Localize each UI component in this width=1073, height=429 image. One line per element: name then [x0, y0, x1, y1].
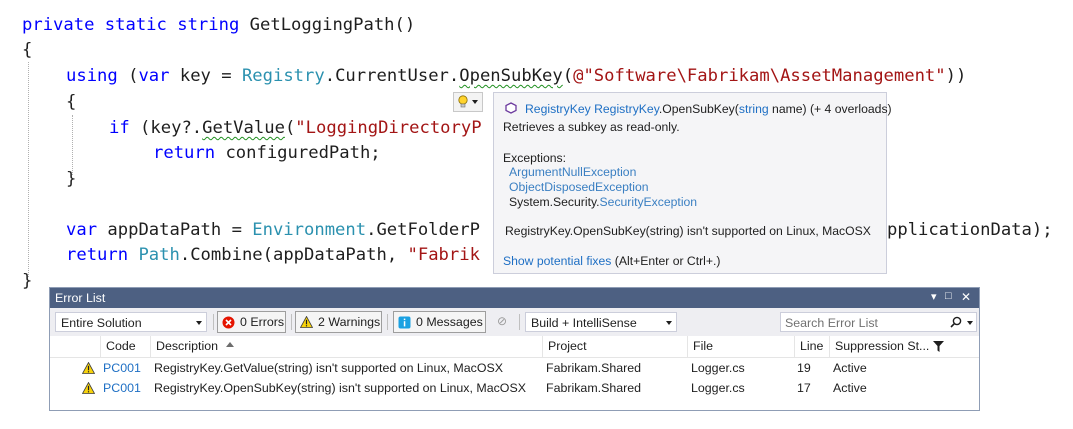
error-suppression: Active [833, 361, 867, 375]
error-line: 17 [797, 381, 811, 395]
error-list-window: Error List ▾ □ ✕ Entire Solution 0 Error… [49, 287, 980, 411]
error-icon [222, 316, 235, 328]
exception-link[interactable]: ObjectDisposedException [509, 180, 649, 194]
column-header-line[interactable]: Line [794, 336, 829, 357]
code-line-3: using (var key = Registry.CurrentUser.Op… [66, 66, 967, 86]
error-list-toolbar: Entire Solution 0 Errors 2 Warnings 0 Me… [50, 308, 979, 336]
column-header-suppression[interactable]: Suppression St... [829, 336, 979, 357]
error-list-header: Code Description Project File Line Suppr… [50, 336, 979, 358]
error-file: Logger.cs [691, 361, 745, 375]
warning-icon [82, 382, 95, 394]
indent-guide [72, 115, 73, 175]
column-header-code[interactable]: Code [100, 336, 150, 357]
code-line-6: return configuredPath; [153, 143, 381, 163]
warnings-filter-button[interactable]: 2 Warnings [295, 311, 382, 333]
clear-filter-icon[interactable]: ⊘ [497, 314, 508, 328]
toolbar-separator [213, 314, 214, 330]
toolbar-separator [291, 314, 292, 330]
errors-filter-button[interactable]: 0 Errors [217, 311, 286, 333]
error-code-link[interactable]: PC001 [103, 381, 141, 395]
close-icon[interactable]: ✕ [961, 290, 972, 304]
search-icon[interactable] [950, 316, 962, 328]
exception-item: System.Security.SecurityException [509, 195, 698, 209]
quick-actions-lightbulb[interactable] [453, 92, 483, 112]
toolbar-separator [519, 314, 520, 330]
error-project: Fabrikam.Shared [546, 381, 642, 395]
signature-line: RegistryKey RegistryKey.OpenSubKey(strin… [525, 102, 892, 116]
lightbulb-icon [458, 95, 468, 109]
method-icon [505, 102, 517, 117]
quick-info-tooltip: RegistryKey RegistryKey.OpenSubKey(strin… [493, 92, 892, 274]
error-suppression: Active [833, 381, 867, 395]
code-line-2: { [22, 40, 33, 60]
error-description: RegistryKey.OpenSubKey(string) isn't sup… [154, 381, 526, 395]
table-row[interactable]: PC001 RegistryKey.OpenSubKey(string) isn… [50, 378, 979, 398]
code-line-7: } [66, 169, 77, 189]
exception-link[interactable]: ArgumentNullException [509, 165, 637, 179]
sort-ascending-icon [226, 342, 234, 347]
window-menu-icon[interactable]: ▾ [931, 291, 937, 303]
show-fixes-line: Show potential fixes (Alt+Enter or Ctrl+… [503, 254, 721, 268]
exception-link[interactable]: SecurityException [599, 195, 698, 209]
error-code-link[interactable]: PC001 [103, 361, 141, 375]
error-file: Logger.cs [691, 381, 745, 395]
window-title: Error List [55, 291, 106, 305]
code-editor[interactable]: private static string GetLoggingPath() {… [0, 0, 1073, 300]
indent-guide [28, 62, 29, 277]
code-line-8: var appDataPath = Environment.GetFolderP [66, 220, 480, 240]
code-line-9: return Path.Combine(appDataPath, "Fabrik [66, 245, 480, 265]
error-line: 19 [797, 361, 811, 375]
member-type-link[interactable]: RegistryKey [594, 102, 659, 116]
code-line-1: private static string GetLoggingPath() [22, 15, 416, 35]
build-filter-dropdown[interactable]: Build + IntelliSense [525, 312, 677, 332]
code-line-8-tail: pplicationData); [887, 220, 1053, 240]
show-potential-fixes-link[interactable]: Show potential fixes [503, 254, 612, 268]
column-header-icon[interactable] [50, 336, 100, 357]
code-line-4: { [66, 92, 77, 112]
summary-text: Retrieves a subkey as read-only. [503, 120, 680, 134]
error-description: RegistryKey.GetValue(string) isn't suppo… [154, 361, 503, 375]
scope-dropdown[interactable]: Entire Solution [55, 312, 207, 332]
platform-warning-text: RegistryKey.OpenSubKey(string) isn't sup… [505, 224, 871, 238]
search-error-list-input[interactable]: Search Error List [780, 312, 977, 332]
chevron-down-icon[interactable] [967, 321, 973, 325]
error-project: Fabrikam.Shared [546, 361, 642, 375]
table-row[interactable]: PC001 RegistryKey.GetValue(string) isn't… [50, 358, 979, 378]
exceptions-label: Exceptions: [503, 151, 567, 165]
error-list-titlebar[interactable]: Error List ▾ □ ✕ [50, 288, 979, 308]
type-link[interactable]: RegistryKey [525, 102, 591, 116]
toolbar-separator [387, 314, 388, 330]
code-line-5: if (key?.GetValue("LoggingDirectoryP [109, 118, 482, 138]
warning-icon [300, 316, 313, 328]
chevron-down-icon [196, 321, 202, 325]
chevron-down-icon [666, 321, 672, 325]
column-header-description[interactable]: Description [150, 336, 542, 357]
warning-icon [82, 362, 95, 374]
info-icon [398, 316, 411, 328]
column-header-file[interactable]: File [687, 336, 794, 357]
messages-filter-button[interactable]: 0 Messages [393, 311, 486, 333]
filter-icon[interactable] [933, 341, 944, 352]
chevron-down-icon [472, 100, 478, 104]
maximize-icon[interactable]: □ [945, 290, 952, 302]
code-line-10: } [22, 271, 33, 291]
column-header-project[interactable]: Project [542, 336, 687, 357]
